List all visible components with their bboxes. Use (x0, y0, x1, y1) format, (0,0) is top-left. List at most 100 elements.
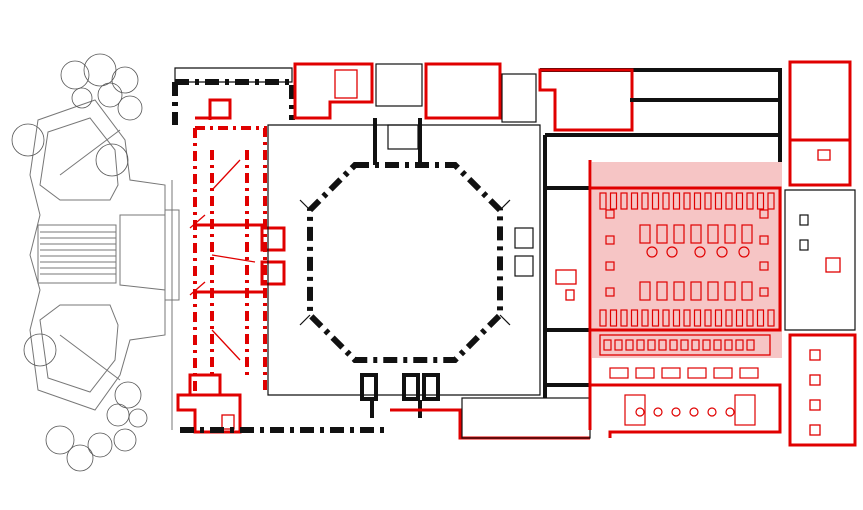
fixture (724, 339, 733, 351)
booth-seat (735, 192, 744, 210)
booth-seat (767, 309, 775, 327)
table (673, 281, 685, 301)
booth-seat (672, 309, 681, 327)
booth-seat (767, 192, 775, 210)
booth-seat (683, 192, 691, 210)
booth-seat (609, 192, 618, 210)
table (605, 287, 615, 297)
counter (661, 367, 681, 379)
fixture-round (725, 407, 735, 417)
booth-seat (651, 192, 660, 210)
table (605, 261, 615, 271)
service-rooms-south (590, 334, 782, 438)
booth-seat (599, 309, 607, 327)
booth-seat (620, 192, 628, 210)
fixture (625, 339, 634, 351)
round-tables (646, 246, 750, 258)
fixture (691, 339, 700, 351)
table (707, 281, 719, 301)
table (724, 281, 736, 301)
fixture (614, 339, 623, 351)
tree-cluster-south (23, 333, 148, 472)
booth-seat (714, 309, 723, 327)
table (656, 224, 668, 244)
round-table (646, 246, 658, 258)
round-table (666, 246, 678, 258)
counter (624, 394, 646, 426)
booth-seat (746, 192, 754, 210)
table (724, 224, 736, 244)
booth-seat (735, 309, 744, 327)
fixture-round (689, 407, 699, 417)
table (639, 224, 651, 244)
table (605, 209, 615, 219)
table (639, 281, 651, 301)
counter (734, 394, 756, 426)
booth-seat (725, 192, 733, 210)
table (759, 209, 769, 219)
table (656, 281, 668, 301)
tree-cluster-north (11, 53, 143, 177)
table (741, 224, 753, 244)
fixture (680, 339, 689, 351)
west-wing (176, 98, 286, 434)
fixture (647, 339, 656, 351)
fixture (702, 339, 711, 351)
east-hall (538, 68, 782, 398)
selected-zone-highlight (592, 162, 782, 358)
round-table (694, 246, 706, 258)
booth-seat (662, 192, 670, 210)
fixture (746, 339, 755, 351)
booth-seat (620, 309, 628, 327)
table (741, 281, 753, 301)
booth-seat (641, 192, 649, 210)
booth-seat (693, 192, 702, 210)
booth-seat (756, 192, 765, 210)
table (673, 224, 685, 244)
booth-seat (599, 192, 607, 210)
fixture-round (635, 407, 645, 417)
dining-tables (599, 192, 775, 327)
table (690, 281, 702, 301)
landscape-terrace (11, 53, 180, 472)
table (759, 261, 769, 271)
north-rooms (172, 62, 537, 165)
round-table (716, 246, 728, 258)
booth-seat (725, 309, 733, 327)
fixture (658, 339, 667, 351)
counter (609, 367, 629, 379)
central-octagon-hall (180, 124, 591, 440)
east-annex (784, 60, 857, 447)
table (759, 235, 769, 245)
fixture-round (707, 407, 717, 417)
dining-room-selected (588, 160, 782, 430)
booth-seat (651, 309, 660, 327)
counter (635, 367, 655, 379)
booth-seat (746, 309, 754, 327)
booth-seat (704, 192, 712, 210)
counter (687, 367, 707, 379)
booth-seat (704, 309, 712, 327)
counter (739, 367, 759, 379)
octagon-colonnade (307, 162, 503, 363)
booth-seat (609, 309, 618, 327)
table (605, 235, 615, 245)
table (707, 224, 719, 244)
booth-seat (662, 309, 670, 327)
booth-seat (714, 192, 723, 210)
booth-seat (683, 309, 691, 327)
fixture (669, 339, 678, 351)
table (690, 224, 702, 244)
fixture (713, 339, 722, 351)
round-table (738, 246, 750, 258)
booth-seat (756, 309, 765, 327)
fixture (603, 339, 612, 351)
booth-seat (630, 309, 639, 327)
counter (713, 367, 733, 379)
fixture-round (671, 407, 681, 417)
terrace-steps (40, 231, 116, 275)
fixture-round (653, 407, 663, 417)
booth-seat (630, 192, 639, 210)
booth-seat (672, 192, 681, 210)
